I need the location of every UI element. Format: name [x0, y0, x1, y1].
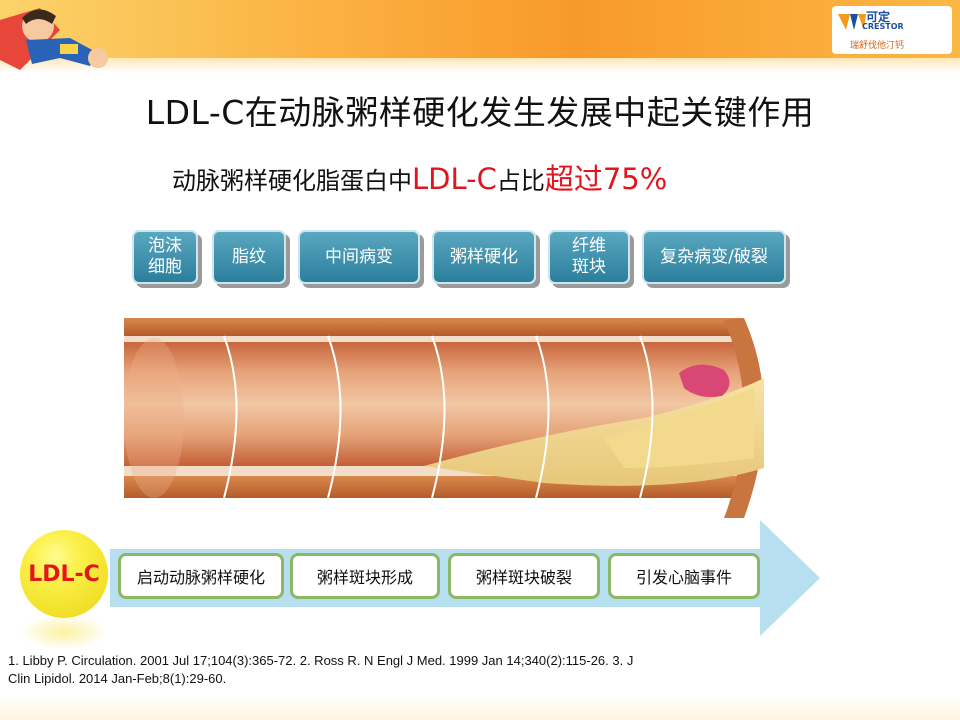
header-bar — [0, 0, 960, 58]
logo-tagline: 瑞舒伐他汀钙 — [850, 41, 905, 51]
stage-complicated-lesion: 复杂病变/破裂 — [642, 230, 786, 284]
step-label: 粥样斑块破裂 — [475, 568, 572, 587]
step-label: 引发心脑事件 — [635, 568, 732, 587]
step-plaque-rupture: 粥样斑块破裂 — [448, 553, 600, 599]
ldl-circle-reflection — [20, 614, 108, 650]
stage-fibrous-plaque: 纤维斑块 — [548, 230, 630, 284]
artery-progression-illustration — [124, 318, 764, 518]
slide-title: LDL-C在动脉粥样硬化发生发展中起关键作用 — [145, 93, 815, 132]
logo-brand-en: CRESTOR — [862, 22, 904, 31]
step-cardio-cerebral-event: 引发心脑事件 — [608, 553, 760, 599]
step-plaque-formation: 粥样斑块形成 — [290, 553, 440, 599]
ldl-c-label: LDL-C — [28, 561, 100, 587]
superhero-mascot-icon — [0, 8, 108, 70]
stage-label: 斑块 — [572, 257, 606, 277]
references: 1. Libby P. Circulation. 2001 Jul 17;104… — [8, 653, 634, 686]
subtitle-prefix: 动脉粥样硬化脂蛋白中 — [172, 167, 412, 195]
stage-foam-cells: 泡沫细胞 — [132, 230, 198, 284]
header-fade — [0, 58, 960, 72]
stage-label: 中间病变 — [325, 246, 393, 267]
progression-arrow-head — [760, 520, 820, 636]
stage-label: 泡沫 — [148, 236, 182, 256]
stage-label: 纤维 — [572, 236, 606, 256]
stage-intermediate-lesion: 中间病变 — [298, 230, 420, 284]
step-initiate-atherosclerosis: 启动动脉粥样硬化 — [118, 553, 284, 599]
crestor-logo — [832, 6, 952, 54]
subtitle-highlight-value: 超过75% — [544, 162, 668, 196]
footer-band — [0, 694, 960, 720]
logo-brand-cn: 可定 — [866, 10, 891, 24]
stage-fatty-streak: 脂纹 — [212, 230, 286, 284]
subtitle-ldl-term: LDL-C — [412, 162, 497, 196]
crestor-logo-icon — [838, 14, 866, 30]
stage-label: 细胞 — [148, 257, 182, 277]
stage-atheroma: 粥样硬化 — [432, 230, 536, 284]
stage-label: 粥样硬化 — [450, 246, 518, 267]
stage-label: 脂纹 — [232, 246, 266, 267]
slide-subtitle: 动脉粥样硬化脂蛋白中LDL-C占比超过75% — [172, 156, 667, 198]
stage-label: 复杂病变/破裂 — [660, 246, 768, 267]
step-label: 启动动脉粥样硬化 — [136, 568, 265, 587]
subtitle-middle: 占比 — [496, 167, 545, 195]
ldl-c-circle: LDL-C — [20, 530, 108, 618]
step-label: 粥样斑块形成 — [316, 568, 413, 587]
